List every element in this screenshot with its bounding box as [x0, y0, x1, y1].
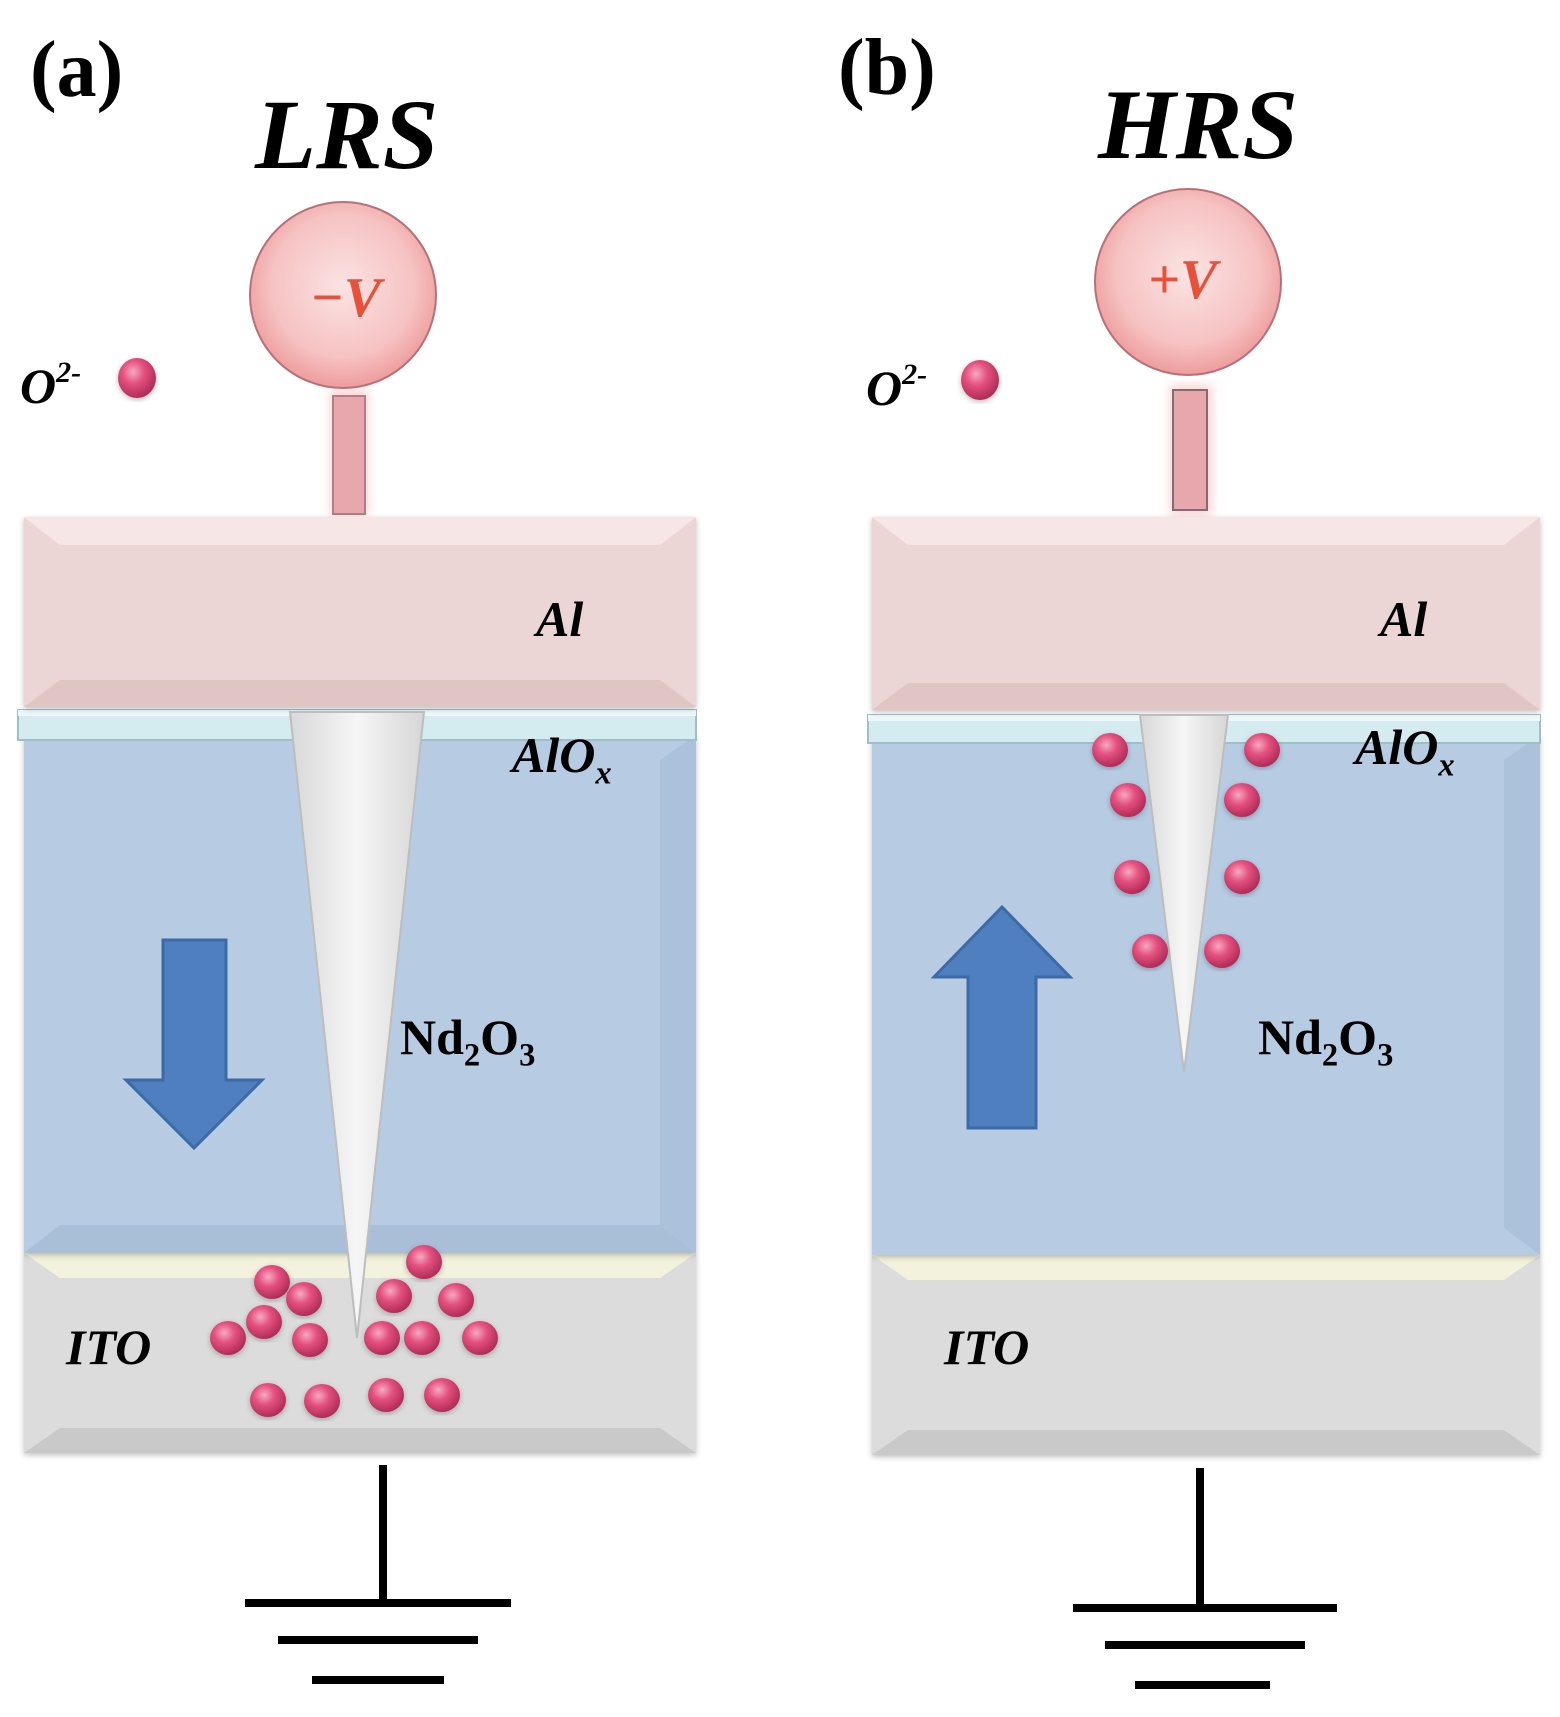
al-layer-b [872, 517, 1540, 710]
oxygen-ion [404, 1321, 440, 1355]
nd2o3-sub2-b: 3 [1377, 1037, 1394, 1074]
oxygen-ion [424, 1378, 460, 1412]
alox-sub-a: x [595, 755, 612, 792]
nd2o3-part1-b: Nd [1258, 1009, 1322, 1065]
oxygen-ion [1110, 783, 1146, 817]
ion-symbol-a: O [20, 358, 57, 414]
alox-base-a: AlO [512, 727, 596, 783]
alox-sub-b: x [1438, 747, 1455, 784]
ground-symbol-a [245, 1465, 511, 1684]
ion-label-b: O2- [866, 358, 928, 416]
ion-charge-b: 2- [902, 358, 928, 391]
oxygen-ion [210, 1321, 246, 1355]
alox-label-a: AlOx [512, 730, 612, 790]
oxygen-ion [1224, 783, 1260, 817]
voltage-label-a: −V [310, 267, 382, 329]
oxygen-ion [1092, 733, 1128, 767]
al-label-b: Al [1380, 591, 1428, 647]
nd2o3-sub1-b: 2 [1321, 1037, 1339, 1074]
down-arrow [122, 938, 266, 1151]
ion-label-a: O2- [20, 356, 82, 414]
nd2o3-sub2-a: 3 [519, 1037, 536, 1074]
oxygen-ion [250, 1383, 286, 1417]
ito-label-a: ITO [66, 1319, 152, 1375]
panel-b [867, 188, 1541, 1689]
ground-symbol-b [1073, 1468, 1337, 1689]
ion-legend-dot-b [961, 360, 999, 400]
ion-legend-dot-a [118, 358, 156, 398]
panel-a [17, 201, 697, 1684]
oxygen-ion [254, 1265, 290, 1299]
oxygen-ion [304, 1384, 340, 1418]
oxygen-ion [368, 1378, 404, 1412]
oxygen-ion [364, 1321, 400, 1355]
panel-label-a: (a) [30, 26, 124, 114]
ion-symbol-b: O [866, 360, 903, 416]
oxygen-ion [1224, 860, 1260, 894]
oxygen-ion [376, 1279, 412, 1313]
nd2o3-part2-b: O [1338, 1009, 1378, 1065]
ito-layer-b [872, 1255, 1540, 1455]
state-title-hrs: HRS [1098, 69, 1299, 180]
al-label-a: Al [536, 591, 584, 647]
oxygen-ion [286, 1282, 322, 1316]
ion-charge-a: 2- [56, 356, 82, 389]
oxygen-ion [406, 1245, 442, 1279]
voltage-source-circle-b [1094, 188, 1282, 376]
voltage-source-b [1094, 188, 1282, 515]
voltage-lead-a [332, 395, 366, 515]
state-title-lrs: LRS [255, 79, 439, 190]
up-arrow [930, 904, 1074, 1130]
oxygen-ion [462, 1321, 498, 1355]
ito-label-b: ITO [944, 1319, 1030, 1375]
ruptured-filament-b [1138, 714, 1230, 1073]
nd2o3-label-b: Nd2O3 [1258, 1012, 1393, 1072]
al-layer-a [24, 517, 696, 707]
nd2o3-label-a: Nd2O3 [400, 1012, 535, 1072]
ion-column-filament [1092, 733, 1280, 968]
oxygen-ion [246, 1305, 282, 1339]
voltage-label-b: +V [1148, 249, 1218, 311]
oxygen-ion [1132, 934, 1168, 968]
ion-cluster-ito [210, 1245, 498, 1418]
alox-base-b: AlO [1355, 719, 1439, 775]
oxygen-ion [292, 1323, 328, 1357]
conductive-filament-a [288, 711, 426, 1339]
voltage-source-circle-a [249, 201, 437, 389]
ito-layer-a [24, 1253, 696, 1453]
oxygen-ion [1114, 860, 1150, 894]
nd2o3-part2-a: O [480, 1009, 520, 1065]
voltage-source-a [249, 201, 437, 515]
oxygen-ion [1244, 733, 1280, 767]
voltage-lead-b [1172, 389, 1208, 511]
nd2o3-sub1-a: 2 [463, 1037, 481, 1074]
oxygen-ion [1204, 934, 1240, 968]
alox-label-b: AlOx [1355, 722, 1455, 782]
nd2o3-part1-a: Nd [400, 1009, 464, 1065]
panel-label-b: (b) [838, 24, 936, 112]
oxygen-ion [438, 1283, 474, 1317]
